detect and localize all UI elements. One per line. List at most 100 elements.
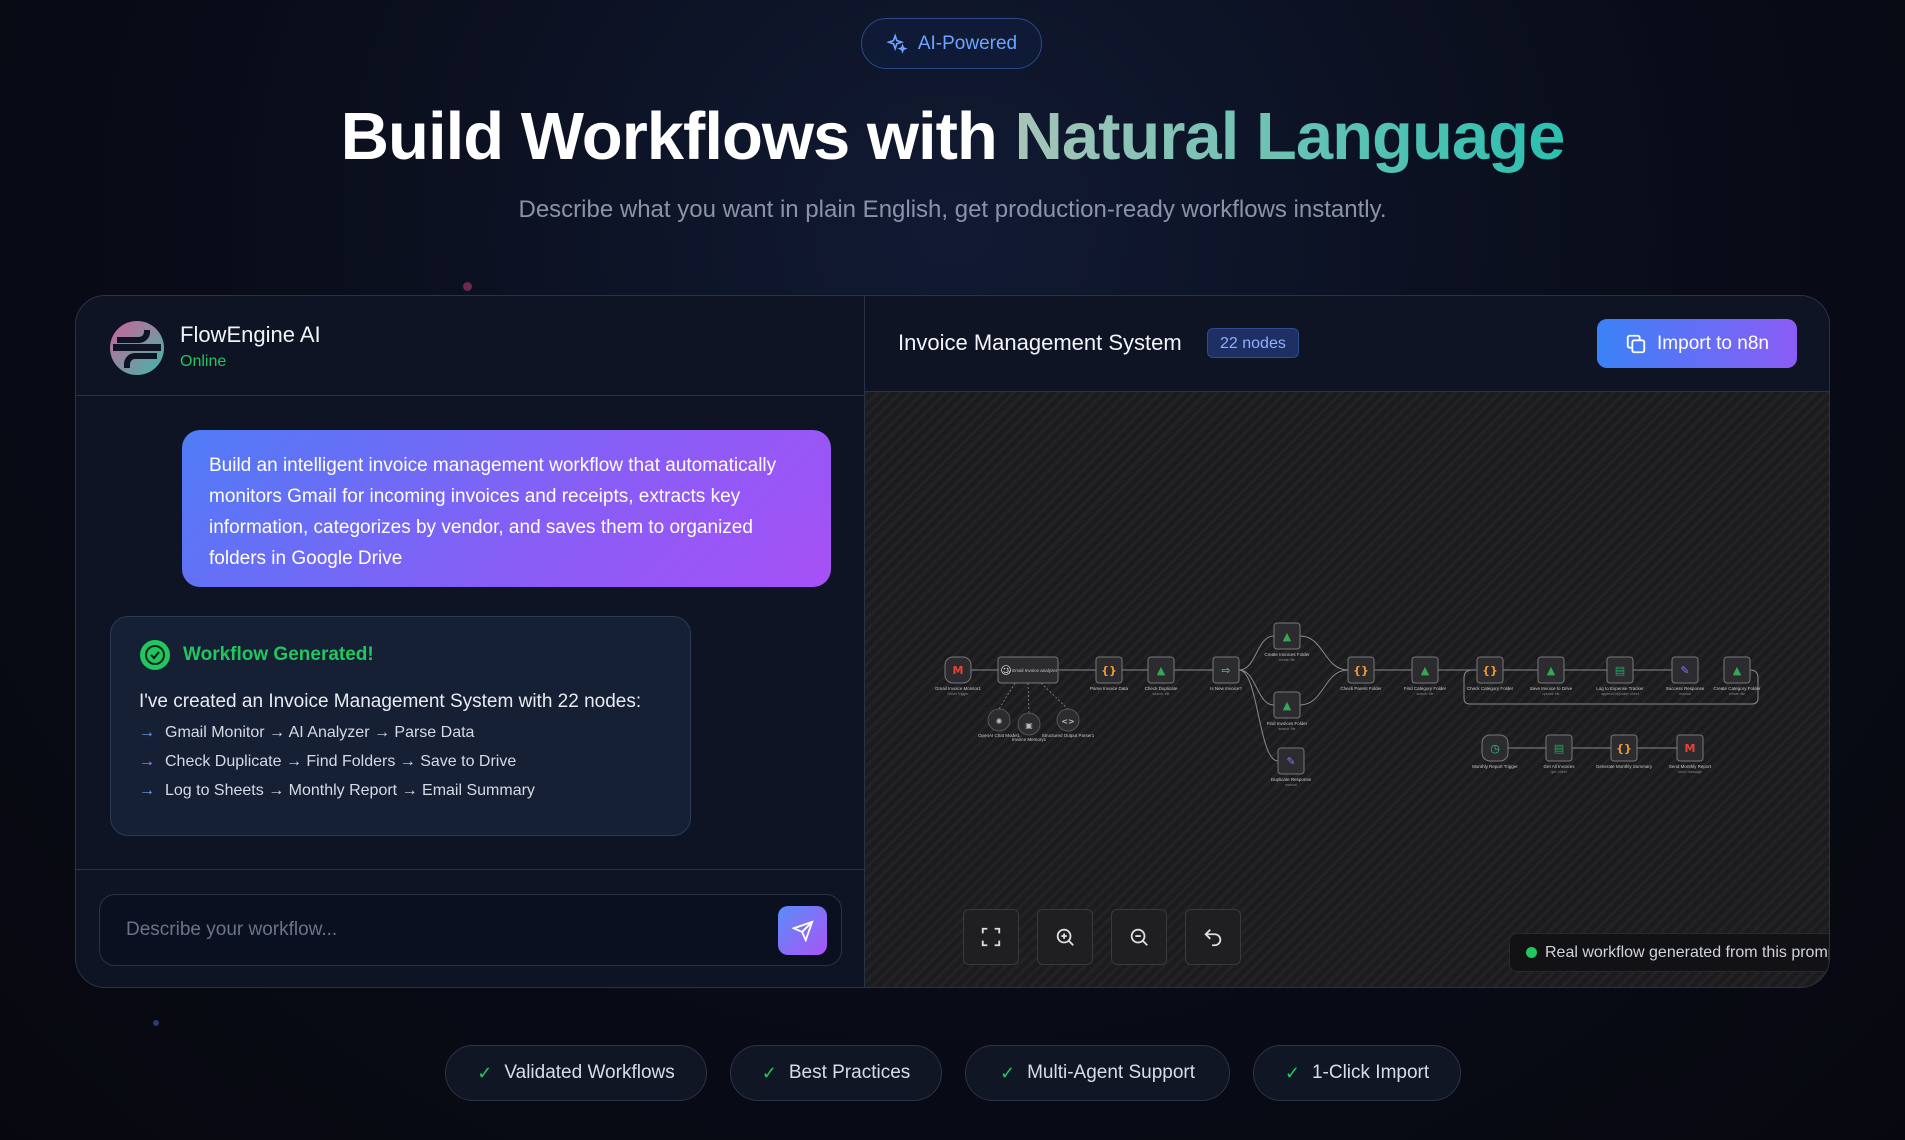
workflow-node[interactable]: <> Structured Output Parser1 xyxy=(1042,708,1095,738)
node-subtitle: search: file xyxy=(1279,727,1296,731)
robot-icon: ☺ xyxy=(1000,664,1011,677)
sparkle-icon xyxy=(886,32,908,54)
connection-line xyxy=(1238,669,1275,706)
workflow-node[interactable]: ▣ Invoice Memory1 xyxy=(1012,712,1047,742)
code-icon: {} xyxy=(1353,664,1369,677)
workflow-node[interactable]: ☺AI Email Invoice analyzer xyxy=(997,656,1059,684)
node-subtitle: send: message xyxy=(1678,770,1702,774)
drive-icon: ▲ xyxy=(1421,664,1430,677)
assistant-name: FlowEngine AI xyxy=(180,322,321,347)
memory-icon: ▣ xyxy=(1025,721,1033,730)
page-subtitle: Describe what you want in plain English,… xyxy=(518,196,1387,223)
node-body xyxy=(1606,656,1634,684)
title-plain: Build Workflows with xyxy=(340,99,1015,174)
node-body xyxy=(1545,734,1573,762)
workflow-node[interactable]: {}Parse Invoice Data xyxy=(1090,656,1129,691)
openai-icon: ✺ xyxy=(996,717,1003,726)
arrow-right-icon: → xyxy=(139,782,155,799)
connection-line xyxy=(1238,669,1279,762)
step-item: → Log to Sheets → Monthly Report → Email … xyxy=(139,782,662,800)
workflow-generated-card: Workflow Generated! I've created an Invo… xyxy=(110,616,691,836)
prompt-input[interactable] xyxy=(126,895,746,965)
workflow-node[interactable]: {} Generate Monthly Summary xyxy=(1596,734,1653,769)
node-label: Invoice Memory1 xyxy=(1012,737,1047,742)
node-body xyxy=(1017,712,1041,736)
node-label: Monthly Report Trigger xyxy=(1472,764,1518,769)
gmail-icon: M xyxy=(953,664,964,677)
sheets-icon: ▤ xyxy=(1615,664,1625,677)
workflow-node[interactable]: ✺OpenAI Chat Model1 xyxy=(978,708,1021,738)
import-to-n8n-button[interactable]: Import to n8n xyxy=(1597,319,1797,368)
node-label: Check Category Folder xyxy=(1467,686,1514,691)
node-label: Create Category Folder xyxy=(1713,686,1761,691)
send-icon xyxy=(791,919,814,942)
node-subtitle: search: file xyxy=(1417,692,1434,696)
workflow-header: Invoice Management System 22 nodes Impor… xyxy=(865,296,1829,392)
zoom-in-button[interactable] xyxy=(1037,909,1093,965)
workflow-node[interactable]: {}Check Category Folder xyxy=(1467,656,1514,691)
code-icon: {} xyxy=(1101,664,1117,677)
page-title: Build Workflows with Natural Language xyxy=(0,98,1905,175)
node-body xyxy=(1147,656,1175,684)
node-count-badge: 22 nodes xyxy=(1207,328,1299,358)
feature-validated-workflows: ✓Validated Workflows xyxy=(445,1045,707,1101)
feature-label: 1-Click Import xyxy=(1311,1062,1430,1083)
step-text: Log to Sheets → Monthly Report → Email S… xyxy=(165,782,535,799)
step-text: Check Duplicate → Find Folders → Save to… xyxy=(165,753,517,770)
flowengine-logo-icon xyxy=(110,321,164,375)
node-subtitle: search: file xyxy=(1153,692,1170,696)
status-dot xyxy=(1526,947,1537,958)
node-subtitle: appendOrUpdate: sheet xyxy=(1601,692,1638,696)
arrow-right-icon: → xyxy=(139,753,155,770)
code-icon: {} xyxy=(1616,742,1632,755)
workflow-node[interactable]: {} Check Parent Folder xyxy=(1340,656,1382,691)
parser-icon: <> xyxy=(1061,717,1074,726)
fullscreen-icon xyxy=(981,927,1001,947)
workflow-node[interactable]: ◷Monthly Report Trigger xyxy=(1472,734,1518,769)
sub-connection xyxy=(1027,682,1030,714)
node-label: Structured Output Parser1 xyxy=(1042,733,1095,738)
reset-button[interactable] xyxy=(1185,909,1241,965)
assistant-status: Online xyxy=(180,353,227,370)
fit-view-button[interactable] xyxy=(963,909,1019,965)
node-label: Send Monthly Report xyxy=(1669,764,1712,769)
node-label: Generate Monthly Summary xyxy=(1596,764,1653,769)
send-button[interactable] xyxy=(778,906,827,955)
node-subtitle: upload: file xyxy=(1543,692,1560,696)
workflow-node[interactable]: ⇨Is New Invoice? xyxy=(1210,656,1242,691)
connection-line xyxy=(1463,669,1759,705)
title-accent: Natural Language xyxy=(1014,99,1565,174)
feature-1-click-import: ✓1-Click Import xyxy=(1253,1045,1461,1101)
note-text: Real workflow generated from this prompt xyxy=(1545,943,1830,961)
pencil-icon: ✎ xyxy=(1286,755,1295,768)
user-message: Build an intelligent invoice management … xyxy=(182,430,831,587)
node-label: Check Parent Folder xyxy=(1340,686,1382,691)
node-label: Create Invoices Folder xyxy=(1264,652,1310,657)
drive-icon: ▲ xyxy=(1283,699,1292,712)
node-label: Duplicate Response xyxy=(1271,777,1312,782)
sub-connection xyxy=(1040,682,1069,710)
node-body xyxy=(1537,656,1565,684)
zoom-out-button[interactable] xyxy=(1111,909,1167,965)
node-body xyxy=(1212,656,1240,684)
node-body xyxy=(1277,747,1305,775)
node-body xyxy=(997,656,1059,684)
node-body xyxy=(1676,734,1704,762)
copy-icon xyxy=(1626,334,1646,353)
workflow-title: Invoice Management System xyxy=(898,330,1182,355)
node-subtitle: Gmail Trigger xyxy=(947,692,969,696)
